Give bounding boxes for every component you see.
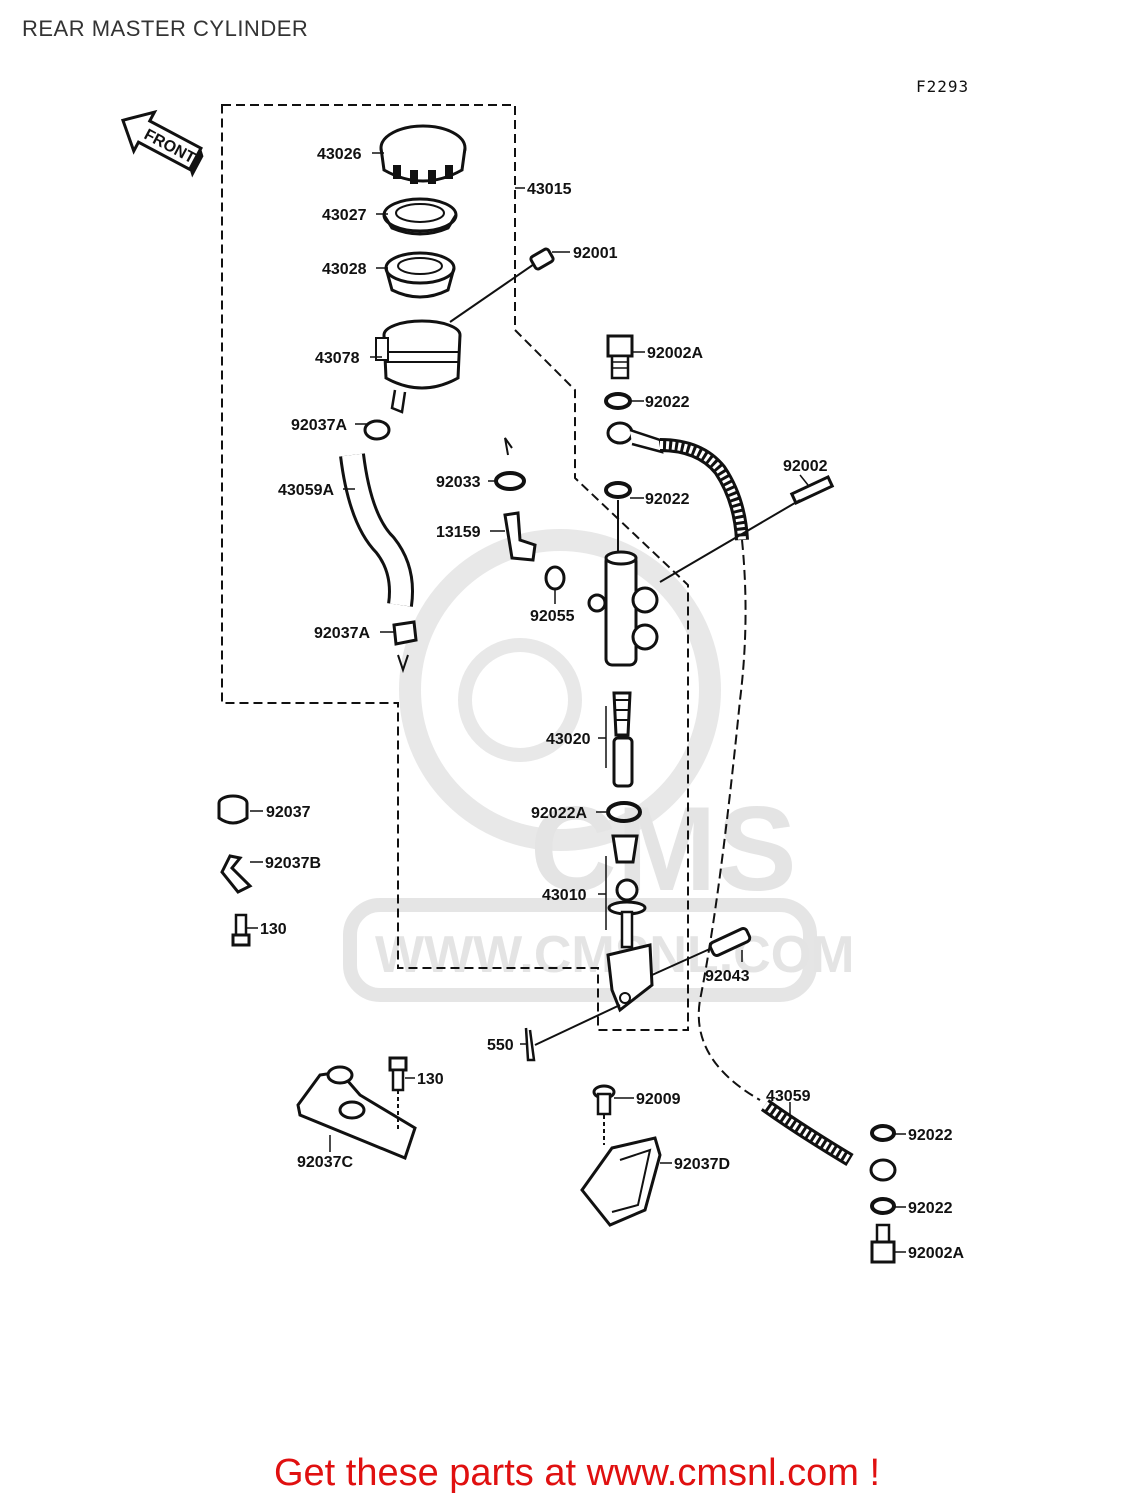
figure-code: F2293 xyxy=(916,77,970,96)
leader-lines xyxy=(246,152,906,1253)
label-13159: 13159 xyxy=(436,524,481,541)
label-43026: 43026 xyxy=(317,146,362,163)
banjo-fitting xyxy=(606,421,664,454)
page-title: REAR MASTER CYLINDER xyxy=(22,16,309,41)
label-130-b: 130 xyxy=(417,1071,444,1088)
label-92037A-top: 92037A xyxy=(291,417,347,434)
label-92002A-bottom: 92002A xyxy=(908,1245,964,1262)
bolt-130-a xyxy=(231,913,251,947)
banjo-bolt-top xyxy=(606,334,634,380)
label-92002: 92002 xyxy=(783,458,828,475)
label-130-a: 130 xyxy=(260,921,287,938)
label-92043: 92043 xyxy=(705,968,750,985)
washer-92022-1 xyxy=(604,392,632,410)
clevis xyxy=(606,943,654,1013)
label-92022-1: 92022 xyxy=(645,394,690,411)
label-43059: 43059 xyxy=(766,1088,811,1105)
label-92009: 92009 xyxy=(636,1091,681,1108)
bolt-130-b xyxy=(388,1056,408,1130)
watermark-logo: CMS xyxy=(530,782,797,916)
washer-92022-3 xyxy=(870,1124,896,1142)
o-ring-92055 xyxy=(544,565,566,591)
hose-clamp-top xyxy=(363,419,391,441)
label-92037B: 92037B xyxy=(265,855,321,872)
label-92037D: 92037D xyxy=(674,1156,730,1173)
label-550: 550 xyxy=(487,1037,514,1054)
screw-92009 xyxy=(592,1084,616,1145)
label-43027: 43027 xyxy=(322,207,367,224)
snap-ring-92022A xyxy=(606,801,642,823)
mount-bolt xyxy=(659,475,835,583)
label-92022-3: 92022 xyxy=(908,1127,953,1144)
label-43015: 43015 xyxy=(527,181,572,198)
label-92033: 92033 xyxy=(436,474,481,491)
clip-92037B xyxy=(220,854,253,894)
label-92022-2: 92022 xyxy=(645,491,690,508)
piston-assembly xyxy=(612,691,634,788)
clevis-pin xyxy=(651,927,752,976)
bracket-92037C xyxy=(296,1065,417,1160)
label-43059A: 43059A xyxy=(278,482,334,499)
label-92002A-top: 92002A xyxy=(647,345,703,362)
reservoir-screw xyxy=(449,247,555,323)
guard-92037D xyxy=(580,1136,662,1227)
assembly-outline xyxy=(221,104,689,1031)
diaphragm xyxy=(384,251,456,299)
arrow-mark xyxy=(504,437,513,456)
label-92037A-bottom: 92037A xyxy=(314,625,370,642)
grommet-92037 xyxy=(217,794,249,825)
label-92022-4: 92022 xyxy=(908,1200,953,1217)
label-43078: 43078 xyxy=(315,350,360,367)
hose-end-lower xyxy=(760,1099,897,1182)
diaphragm-plate xyxy=(382,197,458,236)
brake-hose xyxy=(659,438,761,1101)
reservoir-hose xyxy=(339,453,414,607)
washer-92033 xyxy=(494,471,526,491)
reservoir-cap xyxy=(379,124,467,184)
label-43020: 43020 xyxy=(546,731,591,748)
label-92001: 92001 xyxy=(573,245,618,262)
cotter-pin xyxy=(524,1004,621,1062)
reservoir xyxy=(375,319,462,414)
label-92022A: 92022A xyxy=(531,805,587,822)
push-rod-assembly xyxy=(607,834,647,949)
front-arrow: FRONT xyxy=(120,109,204,178)
elbow-fitting xyxy=(503,511,537,562)
label-92037: 92037 xyxy=(266,804,311,821)
master-cylinder xyxy=(587,550,659,667)
footer-link-text: Get these parts at www.cmsnl.com ! xyxy=(273,1452,881,1494)
label-92037C: 92037C xyxy=(297,1154,353,1171)
washer-92022-4 xyxy=(870,1197,896,1215)
footer-link[interactable]: Get these parts at www.cmsnl.com ! xyxy=(0,1452,1146,1495)
hose-clamp-bottom xyxy=(392,620,418,674)
washer-92022-2 xyxy=(604,481,632,499)
label-92055: 92055 xyxy=(530,608,575,625)
banjo-bolt-bottom xyxy=(870,1223,896,1264)
label-43010: 43010 xyxy=(542,887,587,904)
label-43028: 43028 xyxy=(322,261,367,278)
